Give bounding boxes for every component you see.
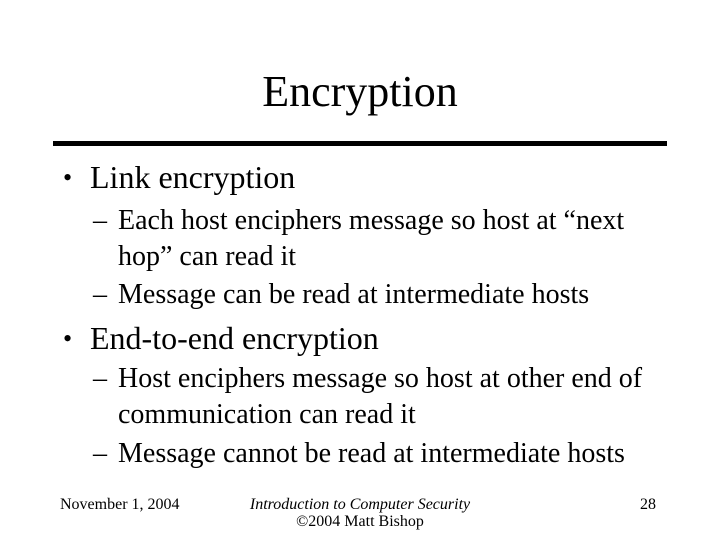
bullet-item-link-encryption: • Link encryption <box>63 159 295 196</box>
slide-title: Encryption <box>262 67 458 116</box>
footer-course-block: Introduction to Computer Security ©2004 … <box>0 496 720 530</box>
footer-date: November 1, 2004 <box>60 496 180 513</box>
dash-icon: – <box>93 438 107 469</box>
bullet-text: Link encryption <box>90 159 296 195</box>
sub-bullet-text: Each host enciphers message so host at “… <box>118 205 625 272</box>
bullet-item-end-to-end-encryption: • End-to-end encryption <box>63 320 379 357</box>
sub-bullet-text: Message cannot be read at intermediate h… <box>118 438 625 469</box>
bullet-text: End-to-end encryption <box>90 320 379 356</box>
bullet-dot-icon: • <box>63 163 73 192</box>
sub-bullet-text: Message can be read at intermediate host… <box>118 279 590 310</box>
footer-copyright: ©2004 Matt Bishop <box>296 513 424 530</box>
sub-bullet-text: Host enciphers message so host at other … <box>118 363 643 430</box>
sub-bullet-item: – Each host enciphers message so host at… <box>93 203 663 275</box>
dash-icon: – <box>93 363 107 394</box>
sub-bullet-item: – Host enciphers message so host at othe… <box>93 361 663 433</box>
bullet-dot-icon: • <box>63 324 73 353</box>
title-underline-rule <box>53 141 667 146</box>
footer-page-number: 28 <box>640 496 656 513</box>
dash-icon: – <box>93 279 107 310</box>
footer-course-title: Introduction to Computer Security <box>249 496 471 513</box>
sub-bullet-item: – Message cannot be read at intermediate… <box>93 436 663 472</box>
dash-icon: – <box>93 205 107 236</box>
sub-bullet-item: – Message can be read at intermediate ho… <box>93 277 663 313</box>
